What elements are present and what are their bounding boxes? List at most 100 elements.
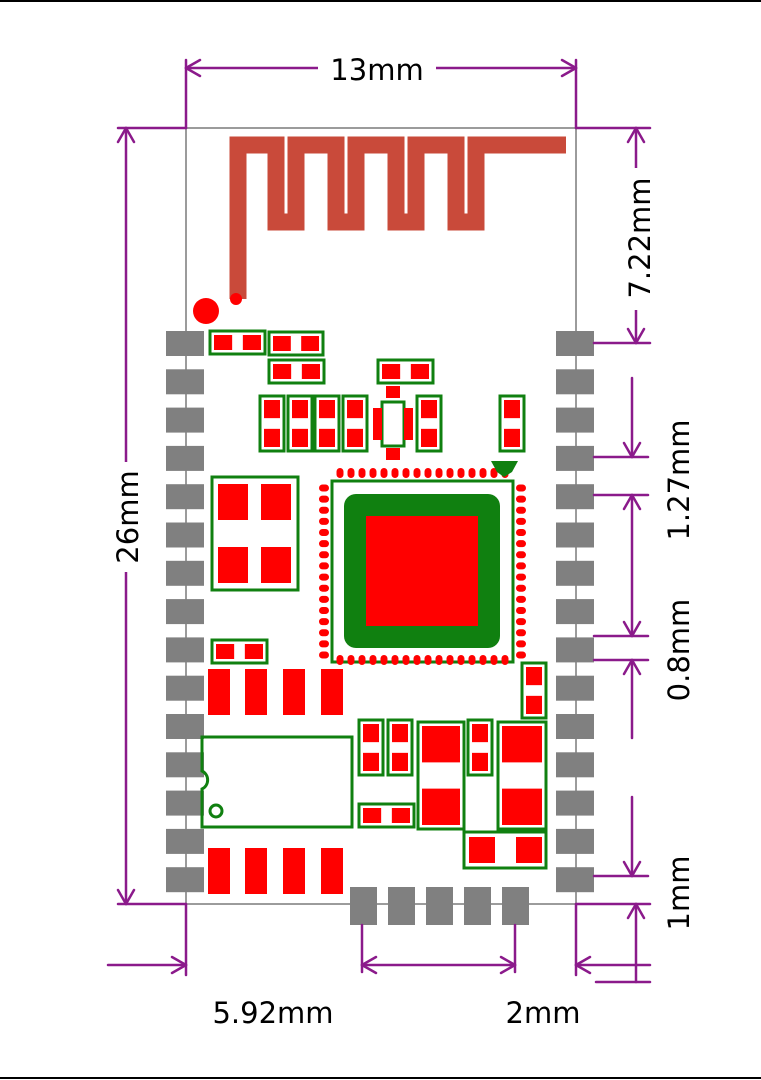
dimension-arrowhead — [499, 955, 517, 967]
component-pad — [526, 667, 542, 686]
sop-pad — [283, 848, 305, 894]
left-pin — [166, 599, 204, 625]
left-pin — [166, 867, 204, 893]
qfn-pin — [424, 655, 432, 665]
component-pad — [504, 428, 520, 447]
qfn-chip — [319, 461, 526, 665]
dimension-arrowhead — [116, 126, 128, 144]
qfn-pin — [319, 551, 329, 559]
left-pin — [166, 445, 204, 471]
qfn-pin — [516, 484, 526, 492]
right-pin — [556, 675, 594, 701]
component-pad — [373, 408, 382, 440]
dimension-arrowhead — [622, 441, 634, 459]
qfn-pin — [369, 655, 377, 665]
bottom-pin — [464, 887, 491, 925]
component-pad — [273, 364, 292, 379]
right-castellated-pads — [556, 331, 594, 893]
component-pad — [264, 400, 280, 419]
qfn-pin — [516, 584, 526, 592]
passive-components — [208, 329, 548, 870]
component-pad — [264, 428, 280, 447]
qfn-pin — [516, 606, 526, 614]
bottom-offset-label: 5.92mm — [212, 996, 333, 1030]
dimension-arrowhead — [360, 963, 378, 975]
component-pad — [469, 837, 495, 863]
dimension-arrowhead — [626, 126, 638, 144]
qfn-pin — [319, 517, 329, 525]
qfn-pin — [319, 495, 329, 503]
component-pad — [404, 408, 413, 440]
left-pin — [166, 790, 204, 816]
bottom-pitch-label: 2mm — [506, 996, 581, 1030]
qfn-pin — [457, 468, 465, 478]
qfn-pin — [516, 573, 526, 581]
qfn-pin — [516, 629, 526, 637]
right-pin — [556, 599, 594, 625]
qfn-pin — [457, 655, 465, 665]
component-pad — [386, 386, 400, 398]
qfn-pin — [319, 640, 329, 648]
qfn-pin — [468, 655, 476, 665]
dimension-arrowhead — [626, 902, 638, 920]
qfn-pin — [358, 468, 366, 478]
antenna-trace — [229, 136, 566, 299]
qfn-pin — [358, 655, 366, 665]
qfn-pin — [446, 655, 454, 665]
component-pad — [216, 644, 235, 659]
qfn-pin — [336, 468, 344, 478]
dimension-arrowhead — [560, 66, 578, 78]
dimension-arrowhead — [630, 658, 642, 676]
dimension-arrowhead — [630, 620, 642, 638]
dimension-arrowhead — [184, 66, 202, 78]
dimension-arrowhead — [630, 441, 642, 459]
component-pad — [363, 752, 379, 771]
qfn-pin — [516, 551, 526, 559]
left-pin — [166, 484, 204, 510]
qfn-pin — [391, 655, 399, 665]
qfn-pin — [391, 468, 399, 478]
bottom-pin — [388, 887, 415, 925]
pad-width-label: 0.8mm — [662, 599, 696, 702]
left-pin — [166, 369, 204, 395]
dimension-arrowhead — [622, 493, 634, 511]
dimension-arrowhead — [170, 963, 188, 975]
left-pin — [166, 560, 204, 586]
qfn-pin — [402, 655, 410, 665]
component-pad — [472, 752, 488, 771]
sop-pads — [208, 669, 343, 894]
qfn-exposed-pad — [366, 516, 478, 626]
left-pin — [166, 752, 204, 778]
left-pin — [166, 331, 204, 356]
sop-pad — [321, 848, 343, 894]
component-pad — [301, 336, 319, 351]
qfn-pin — [402, 468, 410, 478]
right-pin — [556, 445, 594, 471]
label-bg — [620, 168, 660, 310]
qfn-pin — [516, 517, 526, 525]
sop-pad — [283, 669, 305, 715]
dimension-arrowhead — [499, 963, 517, 975]
qfn-pin — [446, 468, 454, 478]
component-pad — [347, 428, 363, 447]
component-pad — [214, 335, 233, 350]
qfn-pin — [516, 618, 526, 626]
dimension-arrowhead — [630, 860, 642, 878]
pcb-antenna — [229, 136, 566, 305]
component-pad — [319, 400, 335, 419]
qfn-pin — [319, 618, 329, 626]
left-pin — [166, 714, 204, 739]
qfn-pin — [516, 506, 526, 514]
right-pin — [556, 369, 594, 395]
crystal-pad — [261, 484, 291, 520]
left-pin — [166, 675, 204, 701]
antenna-clearance-label: 7.22mm — [623, 177, 657, 298]
dimension-labels: 13mm 26mm 7.22mm 1.27mm 0.8mm 1mm 5.92mm… — [110, 52, 696, 1030]
component-pad — [421, 400, 437, 419]
dimension-arrowhead — [634, 327, 646, 345]
crystal-pad — [261, 547, 291, 583]
component-outline — [380, 400, 406, 448]
component-pad — [292, 400, 308, 419]
right-pin — [556, 790, 594, 816]
